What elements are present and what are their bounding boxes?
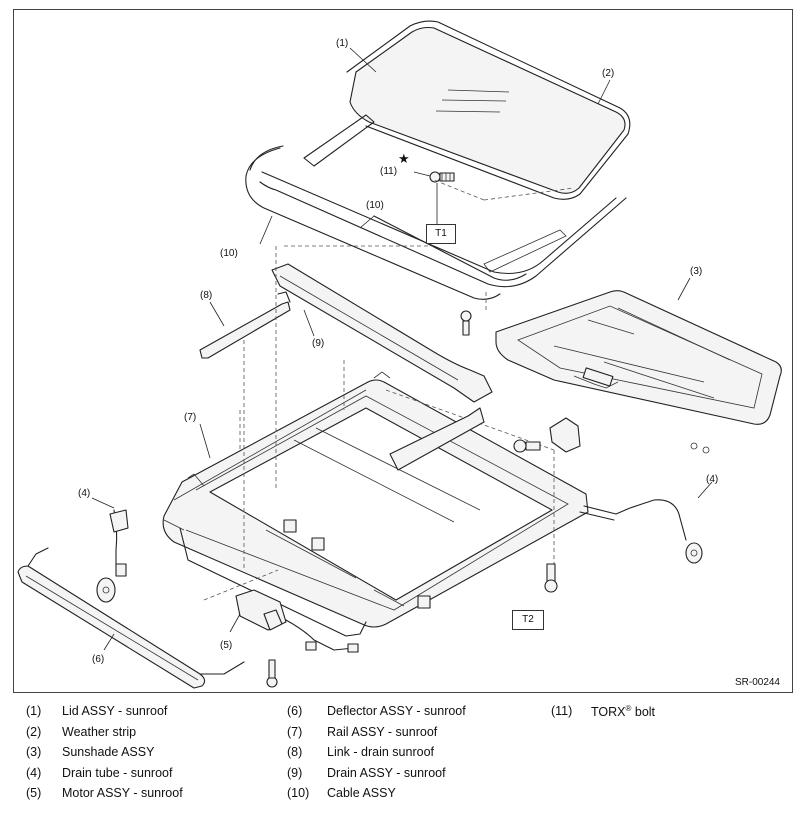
cable-assy-right — [373, 215, 527, 281]
weather-strip — [346, 20, 631, 200]
registered-mark: ® — [625, 704, 632, 713]
rail-bolt — [544, 563, 558, 593]
callout-4-right: (4) — [706, 474, 718, 485]
lid-frame — [261, 114, 617, 275]
callout-6: (6) — [92, 654, 104, 665]
parts-legend: (1) Lid ASSY - sunroof (2) Weather strip (… — [0, 700, 805, 819]
legend-number: (4) — [26, 765, 42, 780]
rail-assy-sunroof — [162, 371, 589, 637]
drain-tube-right — [579, 499, 703, 564]
legend-number: (8) — [287, 745, 303, 759]
legend-number: (6) — [287, 704, 303, 718]
diagram-code: SR-00244 — [734, 677, 780, 688]
legend-number: (9) — [287, 765, 303, 780]
callout-3: (3) — [690, 266, 702, 277]
tool-label-t2: T2 — [512, 610, 544, 630]
legend-number: (11) — [551, 704, 573, 718]
sunroof-exploded-view: (1) (2) (3) (4) (4) (5) (6) (7) (8) (9) … — [17, 20, 782, 689]
legend-number: (5) — [26, 786, 42, 800]
drain-assy-sunroof — [271, 263, 493, 403]
bolt-text: bolt — [631, 705, 656, 720]
callout-2: (2) — [602, 68, 614, 79]
torx-bolt — [429, 171, 455, 183]
diagram-frame: (1) (2) (3) (4) (4) (5) (6) (7) (8) (9) … — [13, 9, 793, 693]
callout-4-left: (4) — [78, 488, 90, 499]
legend-part-name: Rail ASSY - sunroof — [327, 724, 438, 739]
torx-text: TORX — [591, 705, 626, 720]
legend-part-name: Motor ASSY - sunroof — [62, 786, 183, 800]
legend-number: (2) — [26, 724, 42, 739]
legend-number: (10) — [287, 786, 310, 800]
legend-part-name: Weather strip — [62, 724, 137, 739]
star-mark: ★ — [398, 151, 410, 166]
callout-1: (1) — [336, 38, 348, 49]
legend-part-name: Drain ASSY - sunroof — [327, 765, 446, 780]
callout-9: (9) — [312, 338, 324, 349]
legend-part-name: Cable ASSY — [327, 786, 396, 800]
legend-part-name: Deflector ASSY - sunroof — [327, 704, 466, 718]
legend-number: (7) — [287, 724, 303, 739]
legend-part-name: TORX® bolt — [591, 704, 655, 719]
callout-11: (11) — [380, 166, 397, 177]
callout-8: (8) — [200, 290, 212, 301]
drain-bolt — [460, 310, 472, 336]
legend-part-name: Sunshade ASSY — [62, 745, 155, 759]
legend-number: (3) — [26, 745, 42, 759]
legend-number: (1) — [26, 704, 42, 718]
deflector-assy-sunroof — [17, 547, 245, 689]
motor-assy-sunroof — [235, 589, 359, 688]
callout-10-left: (10) — [220, 248, 238, 259]
legend-part-name: Drain tube - sunroof — [62, 765, 173, 780]
callout-5: (5) — [220, 640, 232, 651]
callout-7: (7) — [184, 412, 196, 423]
callout-10-right: (10) — [366, 200, 384, 211]
legend-part-name: Lid ASSY - sunroof — [62, 704, 168, 718]
rail-bracket — [389, 407, 581, 471]
tool-label-t1: T1 — [426, 224, 456, 244]
link-drain-sunroof — [199, 291, 291, 359]
drain-tube-left — [96, 509, 129, 603]
lid-assy-sunroof — [349, 26, 626, 194]
legend-part-name: Link - drain sunroof — [327, 745, 435, 759]
sunshade-assy — [495, 290, 782, 454]
